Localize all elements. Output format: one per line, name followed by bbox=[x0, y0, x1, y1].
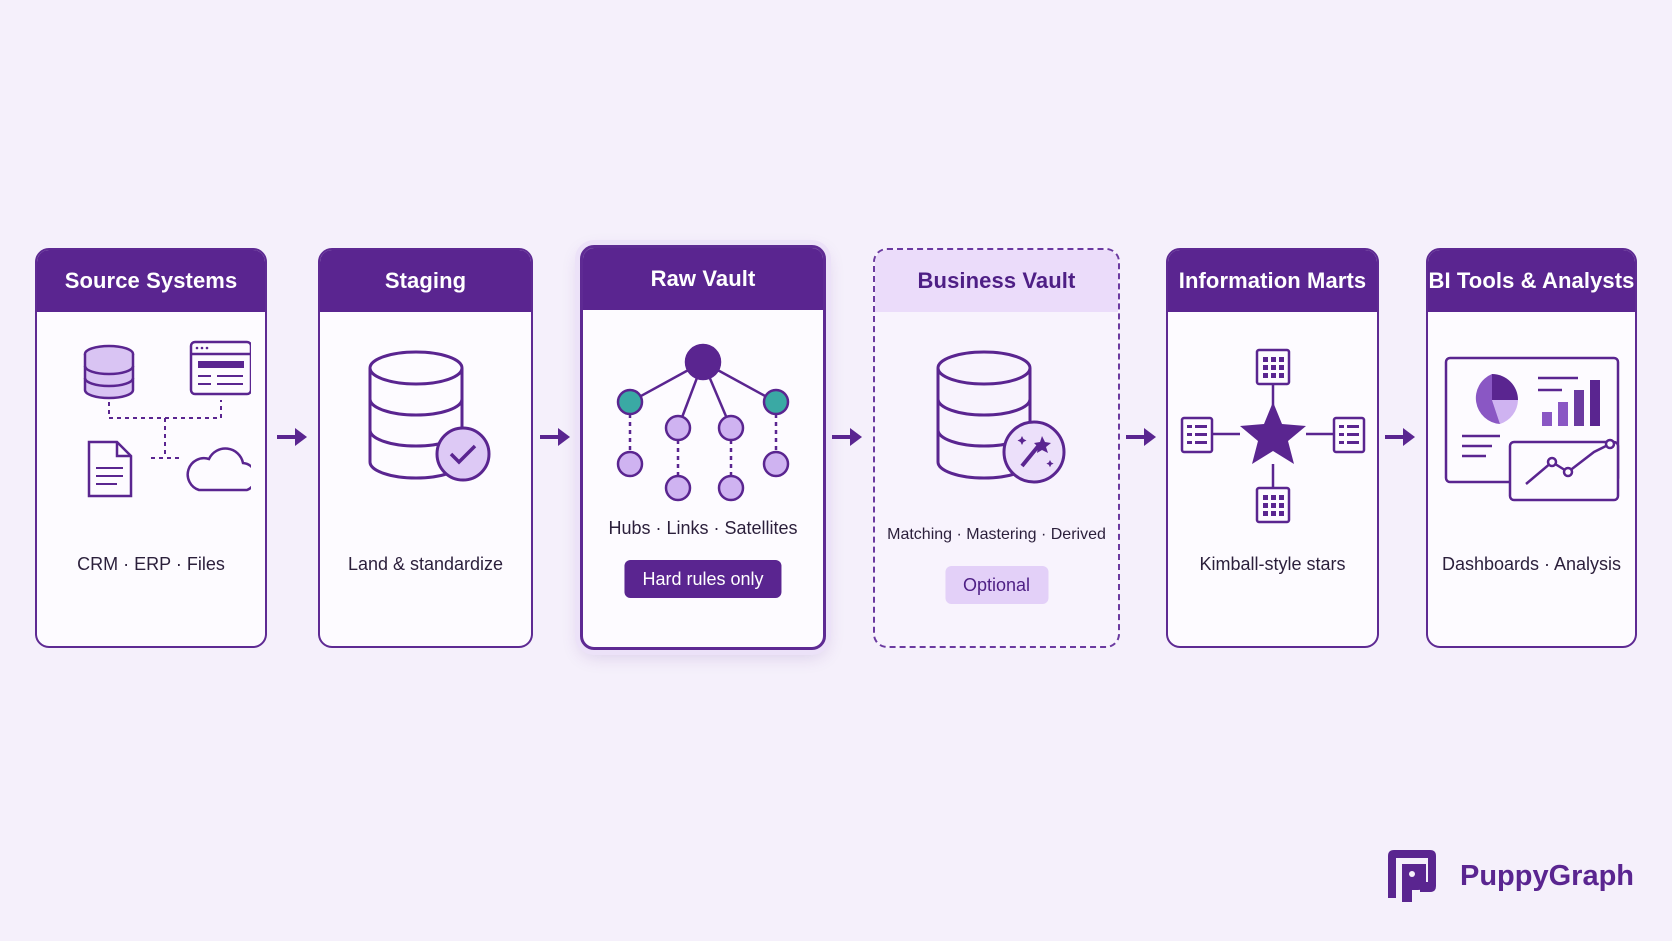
stage-card-raw-vault: Raw Vault bbox=[580, 245, 826, 650]
stage-caption: Land & standardize bbox=[347, 554, 504, 574]
browser-window-icon bbox=[189, 340, 251, 396]
brand-logo: PuppyGraph bbox=[1382, 846, 1634, 906]
flow-arrow-icon bbox=[277, 428, 307, 446]
stage-card-source-systems: Source Systems bbox=[35, 248, 267, 648]
dashboard-charts-icon bbox=[1428, 330, 1635, 530]
stage-card-business-vault: Business Vault Matching bbox=[873, 248, 1120, 648]
hard-rules-badge: Hard rules only bbox=[624, 560, 782, 598]
flow-arrow-icon bbox=[1126, 428, 1156, 446]
stage-title: Source Systems bbox=[37, 250, 265, 312]
stage-title: Staging bbox=[320, 250, 531, 312]
stage-caption: Hubs · Links · Satellites bbox=[608, 518, 798, 538]
stage-card-staging: Staging Land & standardize bbox=[318, 248, 533, 648]
stage-title: Raw Vault bbox=[583, 248, 823, 310]
brand-name: PuppyGraph bbox=[1460, 859, 1635, 892]
flow-arrow-icon bbox=[1385, 428, 1415, 446]
database-icon bbox=[83, 344, 135, 400]
stage-card-information-marts: Information Marts bbox=[1166, 248, 1379, 648]
flow-arrow-icon bbox=[832, 428, 862, 446]
stage-caption: CRM · ERP · Files bbox=[77, 554, 225, 574]
optional-badge: Optional bbox=[944, 566, 1049, 604]
puppygraph-logo-icon bbox=[1388, 850, 1436, 902]
database-check-icon bbox=[320, 330, 531, 530]
stage-title: BI Tools & Analysts bbox=[1428, 250, 1635, 312]
stage-title: Information Marts bbox=[1168, 250, 1377, 312]
document-icon bbox=[87, 440, 133, 498]
star-schema-icon bbox=[1168, 330, 1377, 530]
stage-caption: Dashboards · Analysis bbox=[1441, 554, 1622, 574]
stage-caption: Matching · Mastering · Derived bbox=[887, 526, 1106, 543]
database-magic-wand-icon bbox=[875, 330, 1118, 530]
cloud-icon bbox=[186, 447, 251, 492]
stage-caption: Kimball-style stars bbox=[1199, 554, 1346, 574]
stage-card-bi-tools: BI Tools & Analysts bbox=[1426, 248, 1637, 648]
hub-link-satellite-graph-icon bbox=[583, 328, 823, 528]
flow-arrow-icon bbox=[540, 428, 570, 446]
stage-title: Business Vault bbox=[875, 250, 1118, 312]
source-systems-icon-group bbox=[37, 330, 265, 530]
